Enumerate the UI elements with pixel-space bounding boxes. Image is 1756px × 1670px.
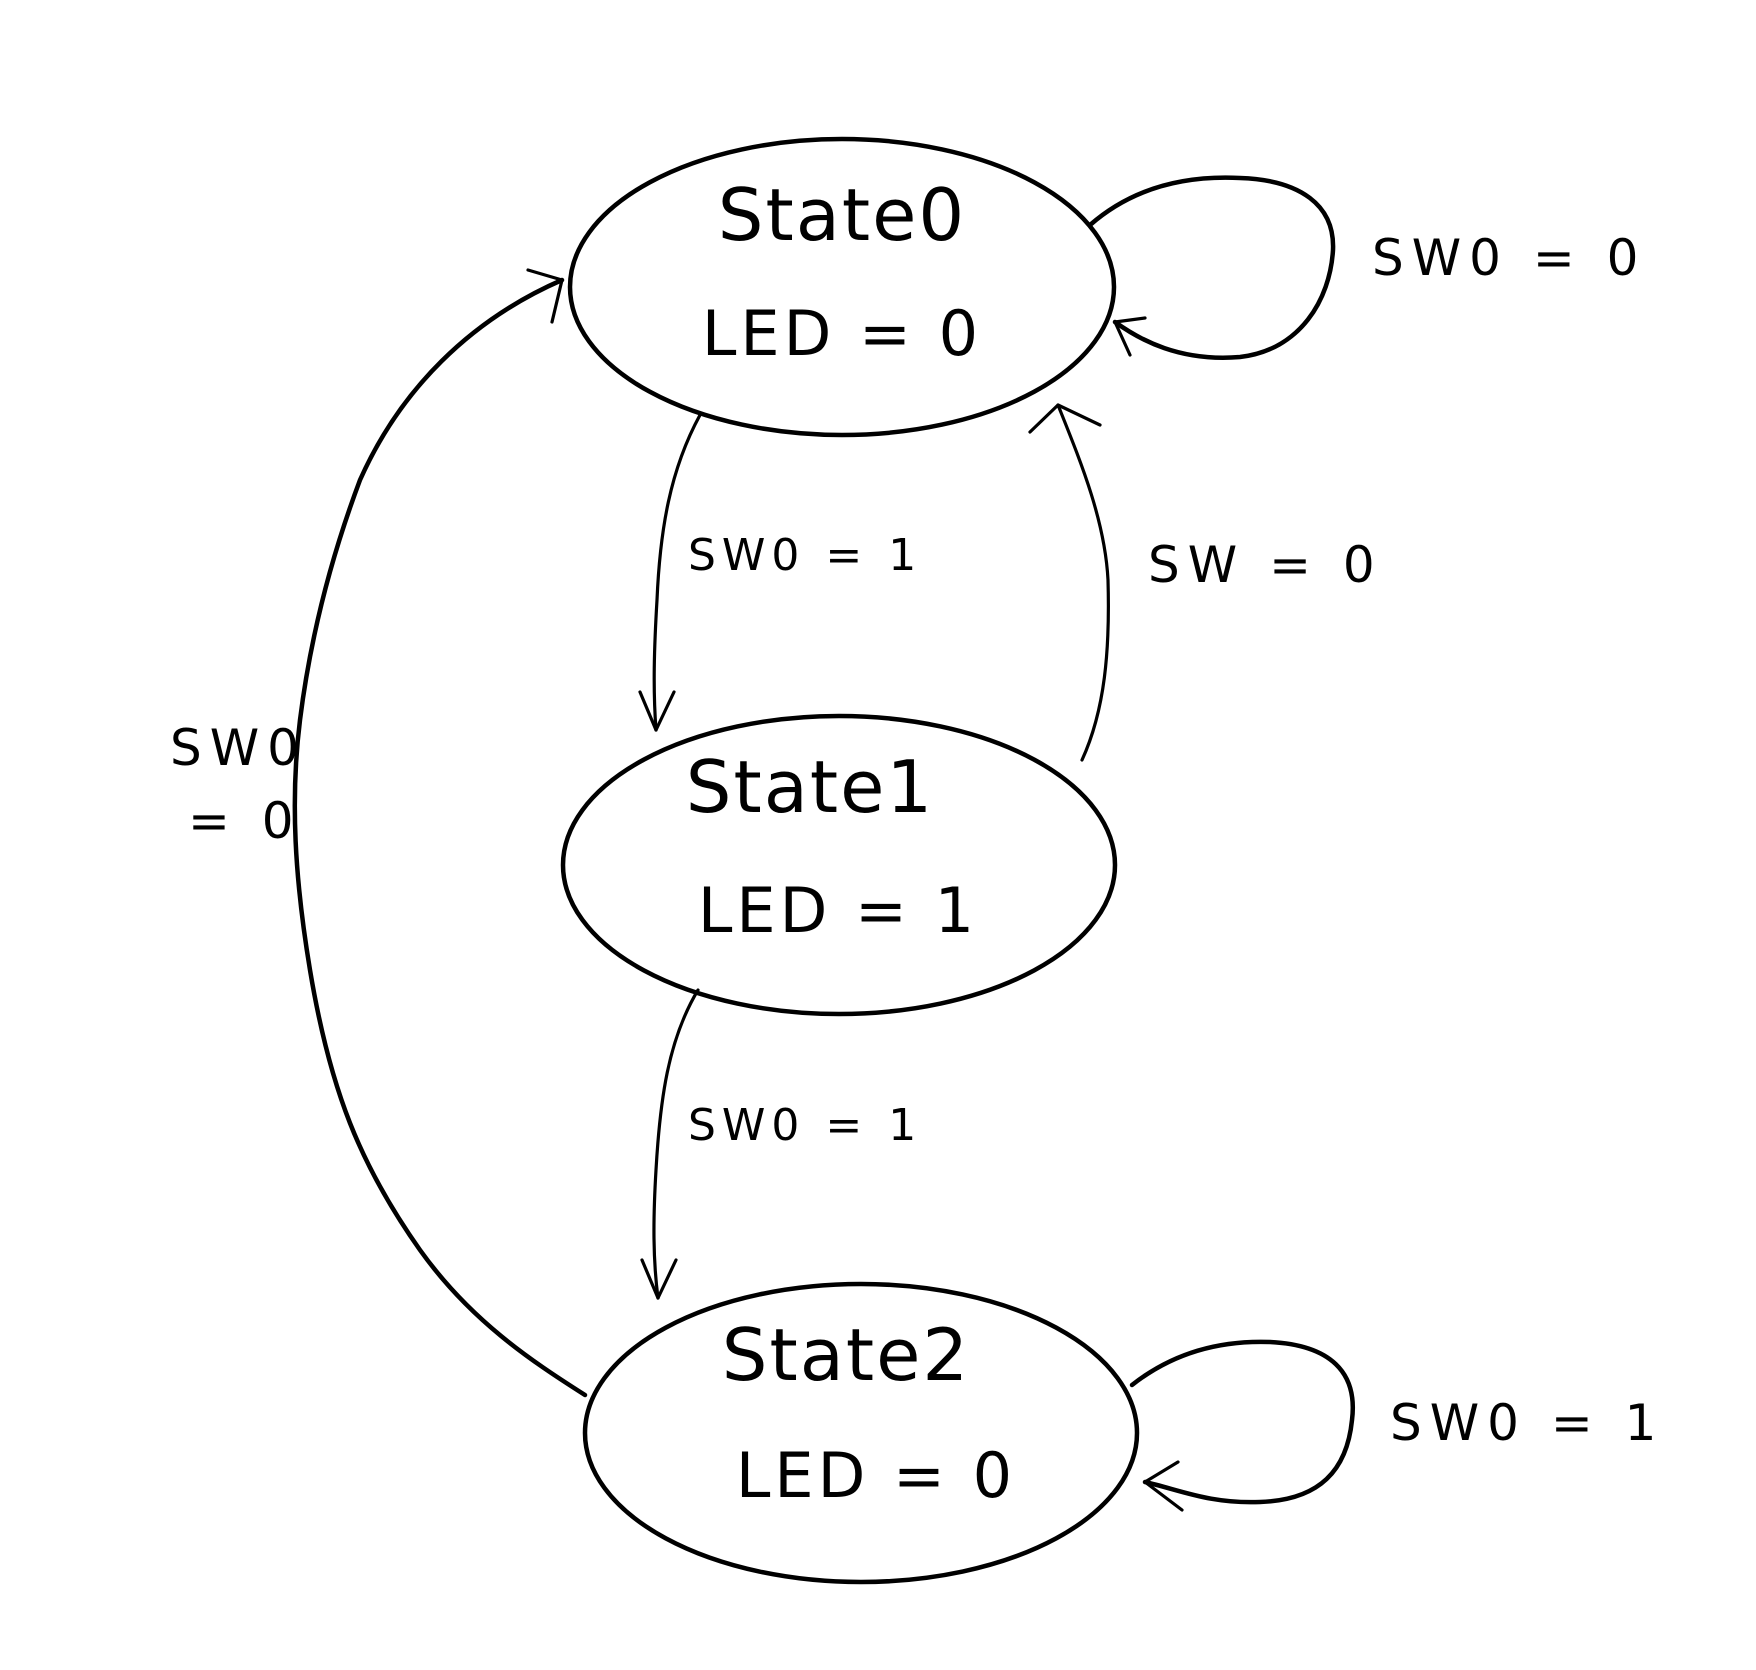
edge-s2-s0	[292, 277, 588, 1398]
state1-name: State1	[686, 745, 934, 829]
label-s2-s0-line2: = 0	[188, 792, 302, 850]
state0-ellipse	[567, 136, 1117, 438]
arrowhead-s0-self	[1113, 316, 1147, 357]
state-node-state2: State2 LED = 0	[582, 1281, 1140, 1585]
label-s0-self: SW0 = 0	[1372, 229, 1646, 287]
transition-s2-s0: SW0 = 0	[170, 268, 588, 1398]
label-s1-s2: SW0 = 1	[688, 1100, 922, 1151]
state1-output: LED = 1	[698, 874, 978, 947]
state-node-state0: State0 LED = 0	[567, 136, 1117, 438]
arrowhead-s2-s0	[526, 268, 564, 324]
label-s2-self: SW0 = 1	[1390, 1394, 1664, 1452]
label-s2-s0-line1: SW0	[170, 719, 307, 777]
transition-s0-self: SW0 = 0	[1087, 175, 1646, 360]
transition-s0-s1: SW0 = 1	[638, 413, 922, 732]
transition-s1-s0: SW = 0	[1028, 403, 1383, 762]
edge-s0-s1	[652, 413, 702, 732]
edge-s1-s2	[652, 988, 700, 1300]
state2-name: State2	[722, 1313, 970, 1397]
state1-ellipse	[560, 713, 1118, 1017]
label-s1-s0: SW = 0	[1148, 536, 1383, 594]
state0-name: State0	[718, 173, 966, 257]
state-node-state1: State1 LED = 1	[560, 713, 1118, 1017]
state2-ellipse	[582, 1281, 1140, 1585]
transition-s1-s2: SW0 = 1	[640, 988, 922, 1300]
arrowhead-s0-s1	[638, 690, 676, 732]
self-loop-state0	[1087, 175, 1336, 360]
transition-s2-self: SW0 = 1	[1129, 1339, 1664, 1512]
arrowhead-s1-s0	[1028, 403, 1102, 434]
arrowhead-s1-s2	[640, 1258, 678, 1300]
label-s0-s1: SW0 = 1	[688, 530, 922, 581]
state2-output: LED = 0	[736, 1439, 1016, 1512]
arrowhead-s2-self	[1143, 1460, 1184, 1512]
edge-s1-s0	[1056, 403, 1110, 762]
self-loop-state2	[1129, 1339, 1356, 1505]
state0-output: LED = 0	[702, 297, 982, 370]
